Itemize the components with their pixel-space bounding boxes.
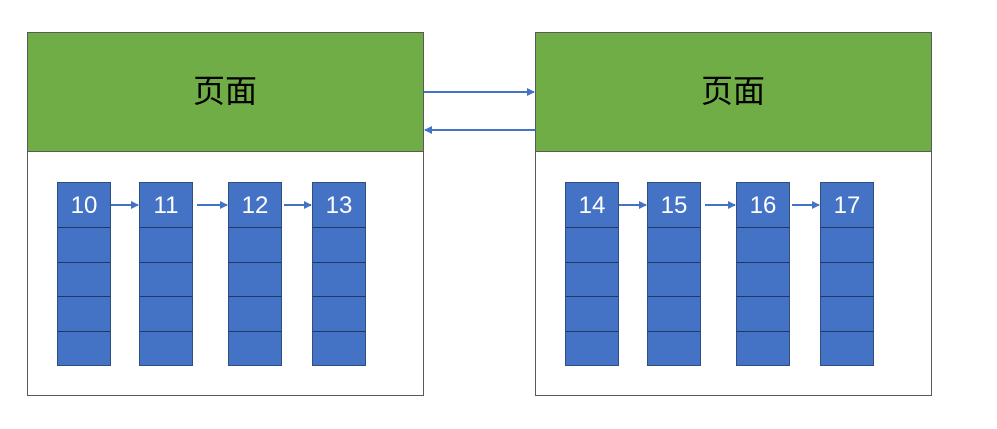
record-key-label: 15 — [661, 192, 688, 219]
record-column: 16 — [736, 182, 790, 366]
page-2-record-columns: 14 15 16 — [565, 182, 874, 366]
page-1-record-columns: 10 11 12 — [57, 182, 366, 366]
record-key-label: 11 — [154, 192, 179, 219]
record-column: 10 — [57, 182, 111, 366]
record-column: 11 — [139, 182, 193, 366]
record-column: 13 — [312, 182, 366, 366]
record-key-label: 12 — [242, 192, 269, 219]
record-key-label: 16 — [750, 192, 777, 219]
record-key-label: 13 — [326, 192, 353, 219]
page-links — [424, 88, 535, 134]
page-2-title: 页面 — [701, 72, 765, 110]
record-key-label: 14 — [579, 192, 606, 219]
record-column: 15 — [647, 182, 701, 366]
record-key-label: 10 — [71, 192, 98, 219]
record-column: 17 — [820, 182, 874, 366]
record-column: 12 — [228, 182, 282, 366]
record-key-label: 17 — [834, 192, 861, 219]
page-1-header — [27, 32, 424, 152]
page-2: 页面 14 15 — [535, 32, 932, 396]
page-1: 页面 10 11 — [27, 32, 424, 396]
record-column: 14 — [565, 182, 619, 366]
page-1-title: 页面 — [193, 72, 257, 110]
page-2-header — [535, 32, 932, 152]
